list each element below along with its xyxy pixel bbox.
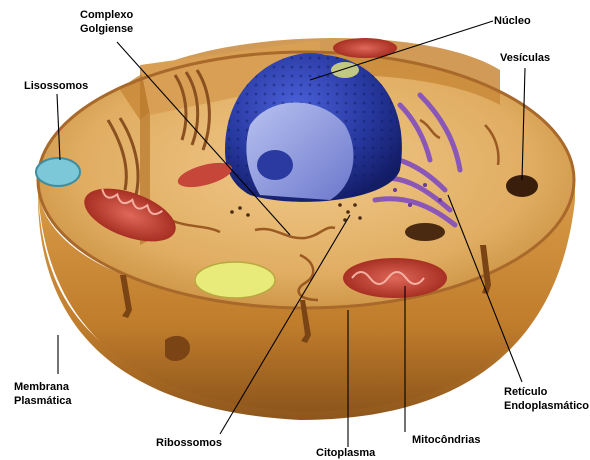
vesicle-brown [405, 223, 445, 241]
label-golgi: Complexo Golgiense [80, 8, 133, 36]
label-membrane: Membrana Plasmática [14, 380, 71, 408]
lysosome [36, 158, 80, 186]
label-nucleus: Núcleo [494, 14, 531, 28]
mitochondrion-right [343, 258, 447, 298]
vesicle-yellow [195, 262, 275, 298]
nucleolus [257, 150, 293, 180]
label-vesicles: Vesículas [500, 51, 550, 65]
label-cytoplasm: Citoplasma [316, 446, 375, 460]
label-lysosomes: Lisossomos [24, 79, 88, 93]
label-er: Retículo Endoplasmático [504, 385, 589, 413]
label-ribosomes: Ribossomos [156, 436, 222, 450]
label-mitochondria: Mitocôndrias [412, 433, 480, 447]
